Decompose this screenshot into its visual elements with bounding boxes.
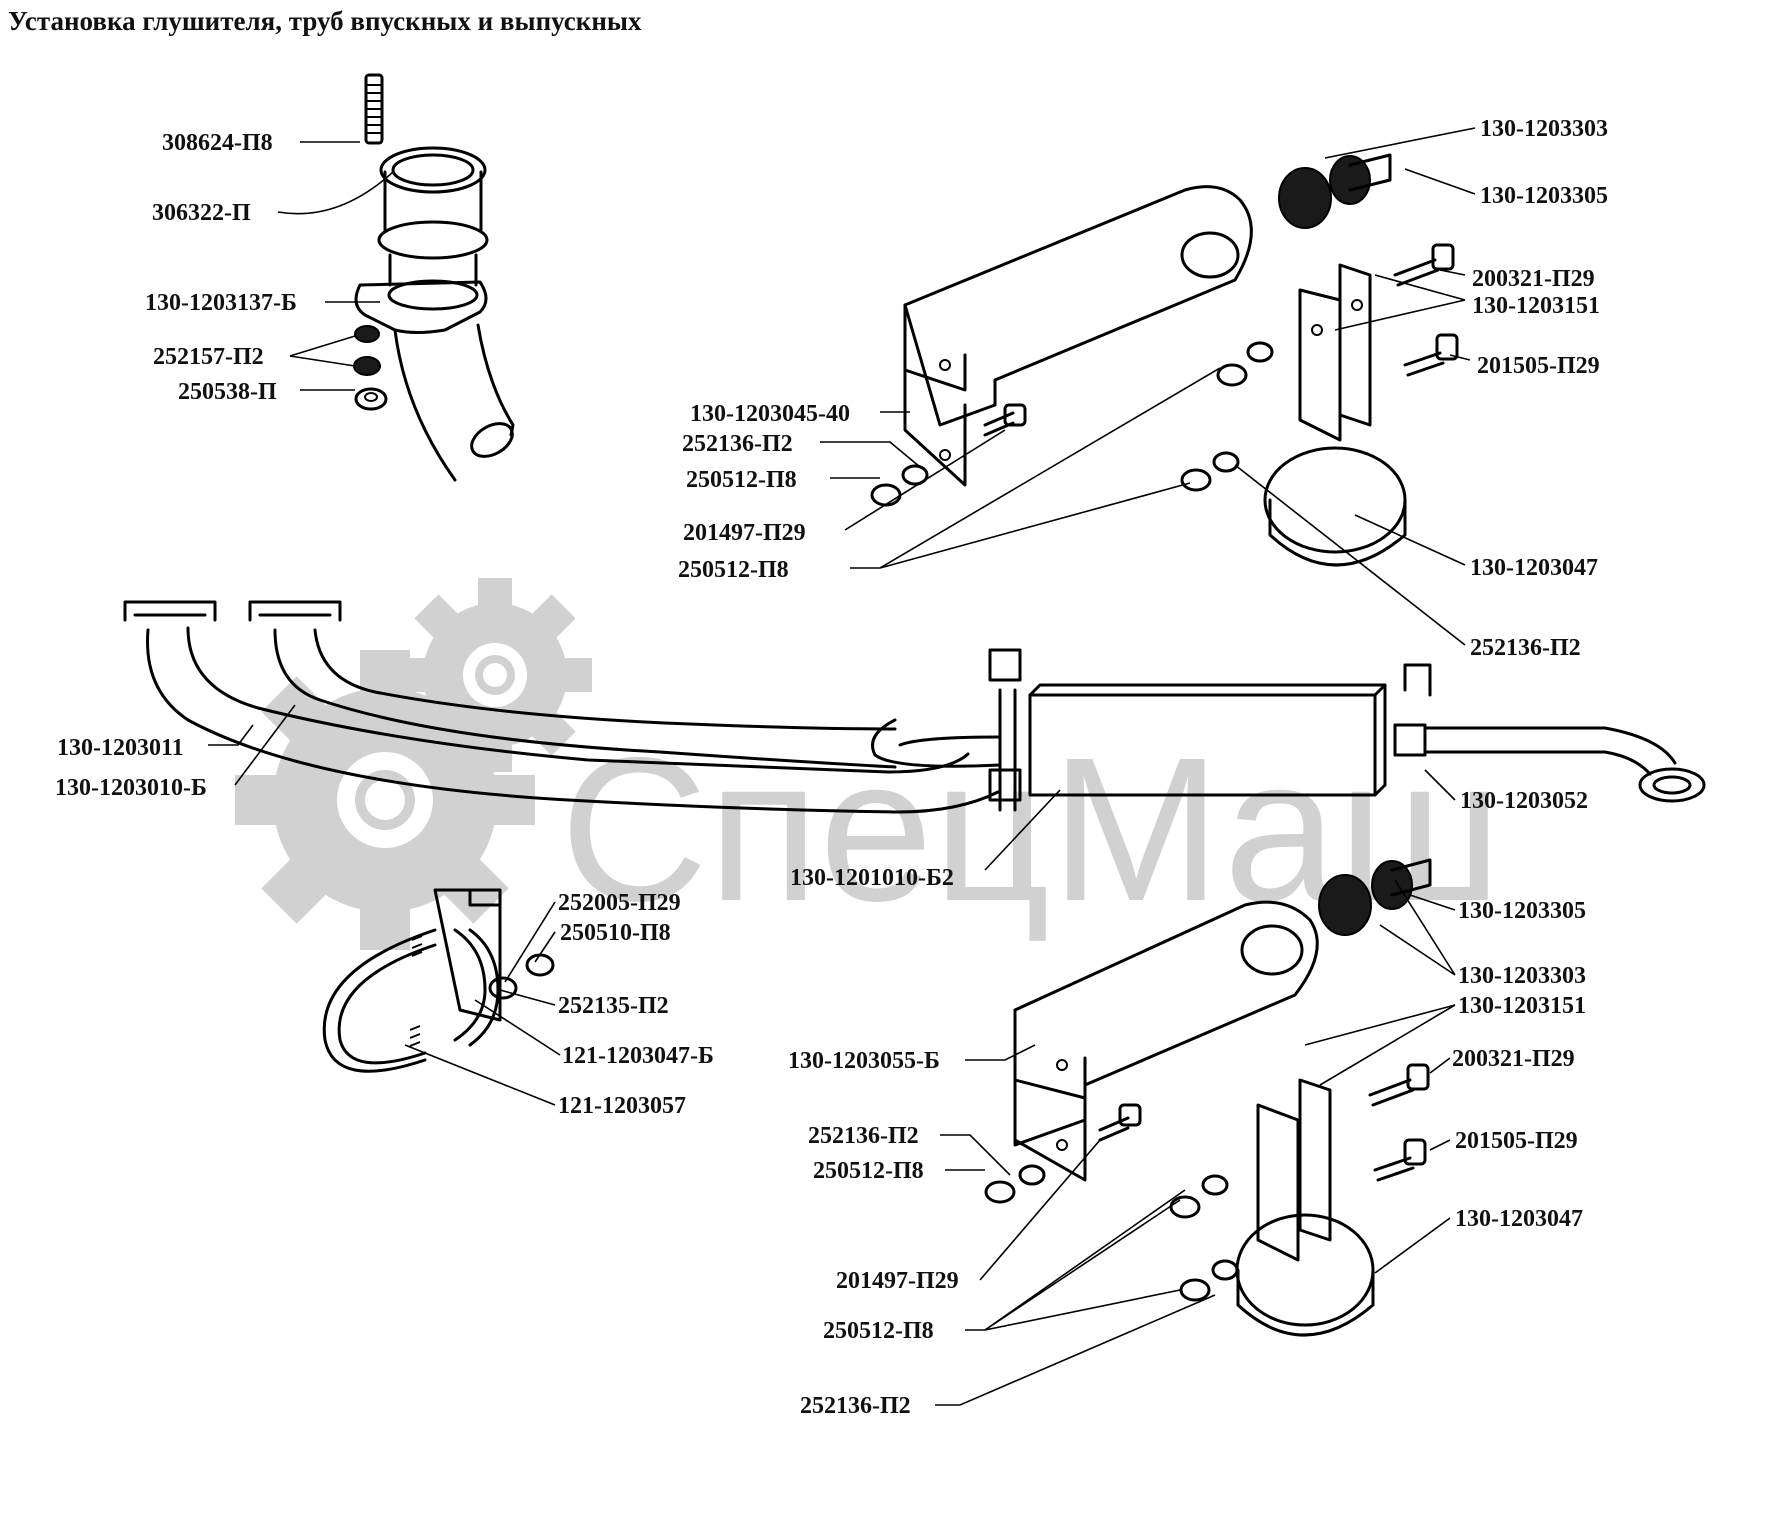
- clamp-130-1203151-lower: [1256, 1078, 1332, 1262]
- label-252005-p29: 252005-П29: [558, 890, 681, 916]
- label-130-1203137-b: 130-1203137-Б: [145, 290, 297, 316]
- label-306322-p: 306322-П: [152, 200, 251, 226]
- label-121-1203057: 121-1203057: [558, 1093, 686, 1119]
- label-130-1203047-top: 130-1203047: [1470, 555, 1598, 581]
- gasket-ring-306322: [379, 146, 487, 194]
- u-bolt-121-1203057: [322, 928, 437, 1073]
- clamp-121-1203047: [433, 888, 502, 1047]
- label-250512-p8-c: 250512-П8: [813, 1158, 924, 1184]
- bracket-130-1203045: [903, 185, 1253, 487]
- label-250512-p8-a: 250512-П8: [686, 467, 797, 493]
- label-201505-p29-top: 201505-П29: [1477, 353, 1600, 379]
- bolt-201505-upper: [1403, 333, 1459, 377]
- stud-308624: [364, 73, 384, 145]
- label-252136-p2-a: 252136-П2: [682, 431, 793, 457]
- washer-252157: [353, 325, 381, 376]
- rubber-cushion-130-1203303-lower: [1318, 858, 1432, 936]
- label-201497-p29-b: 201497-П29: [836, 1268, 959, 1294]
- label-250538-p: 250538-П: [178, 379, 277, 405]
- watermark: СпецМаш: [235, 578, 1502, 950]
- label-252136-p2-c: 252136-П2: [808, 1123, 919, 1149]
- exhaust-pipe-130-1203011: [123, 600, 1000, 814]
- label-130-1203045-40: 130-1203045-40: [690, 401, 850, 427]
- nuts-lower: [984, 1164, 1239, 1302]
- label-121-1203047-b: 121-1203047-Б: [562, 1043, 714, 1069]
- leader-lines: [208, 127, 1476, 1406]
- bolts-lower: [1098, 1063, 1430, 1182]
- label-130-1203055-b: 130-1203055-Б: [788, 1048, 940, 1074]
- clamp-ring-130-1203047: [1263, 446, 1407, 567]
- part-labels: 308624-П8 306322-П 130-1203137-Б 252157-…: [55, 116, 1608, 1419]
- label-130-1203305-top: 130-1203305: [1480, 183, 1608, 209]
- lower-clamp-assembly: [322, 888, 555, 1073]
- label-130-1201010-b2: 130-1201010-Б2: [790, 865, 954, 891]
- label-130-1203305-bottom: 130-1203305: [1458, 898, 1586, 924]
- label-200321-p29-top: 200321-П29: [1472, 266, 1595, 292]
- bolt-200321-upper: [1393, 243, 1455, 287]
- rear-bracket-assembly: [984, 858, 1432, 1337]
- bracket-130-1203055: [1013, 900, 1319, 1182]
- tail-pipe-130-1203052: [1393, 663, 1706, 803]
- muffler-130-1201010: [871, 648, 1387, 812]
- label-130-1203151-top: 130-1203151: [1472, 293, 1600, 319]
- label-200321-p29-bottom: 200321-П29: [1452, 1046, 1575, 1072]
- label-250510-p8: 250510-П8: [560, 920, 671, 946]
- label-130-1203303-bottom: 130-1203303: [1458, 963, 1586, 989]
- intake-pipe-130-1203137: [354, 170, 515, 482]
- clamp-130-1203151: [1298, 263, 1372, 442]
- exhaust-pipe-system: [123, 600, 1706, 814]
- watermark-gear-small-icon: [398, 578, 592, 772]
- label-250512-p8-b: 250512-П8: [678, 557, 789, 583]
- label-252136-p2-d: 252136-П2: [800, 1393, 911, 1419]
- rubber-cushion-130-1203303: [1278, 153, 1392, 229]
- label-250512-p8-d: 250512-П8: [823, 1318, 934, 1344]
- label-130-1203151-bottom: 130-1203151: [1458, 993, 1586, 1019]
- label-130-1203010-b: 130-1203010-Б: [55, 775, 207, 801]
- label-252157-p2: 252157-П2: [153, 344, 264, 370]
- front-bracket-assembly: [870, 153, 1459, 567]
- label-252136-p2-b: 252136-П2: [1470, 635, 1581, 661]
- hardware-upper-small: [870, 341, 1274, 507]
- label-252135-p2: 252135-П2: [558, 993, 669, 1019]
- label-308624-p8: 308624-П8: [162, 130, 273, 156]
- label-130-1203303-top: 130-1203303: [1480, 116, 1608, 142]
- label-201505-p29-bottom: 201505-П29: [1455, 1128, 1578, 1154]
- intake-pipe-assembly: [353, 73, 515, 482]
- label-130-1203052: 130-1203052: [1460, 788, 1588, 814]
- nut-250538: [354, 387, 388, 411]
- exhaust-pipe-130-1203010: [248, 600, 897, 769]
- label-130-1203047-bottom: 130-1203047: [1455, 1206, 1583, 1232]
- diagram-title: Установка глушителя, труб впускных и вып…: [8, 6, 642, 36]
- label-130-1203011: 130-1203011: [57, 735, 184, 761]
- label-201497-p29-a: 201497-П29: [683, 520, 806, 546]
